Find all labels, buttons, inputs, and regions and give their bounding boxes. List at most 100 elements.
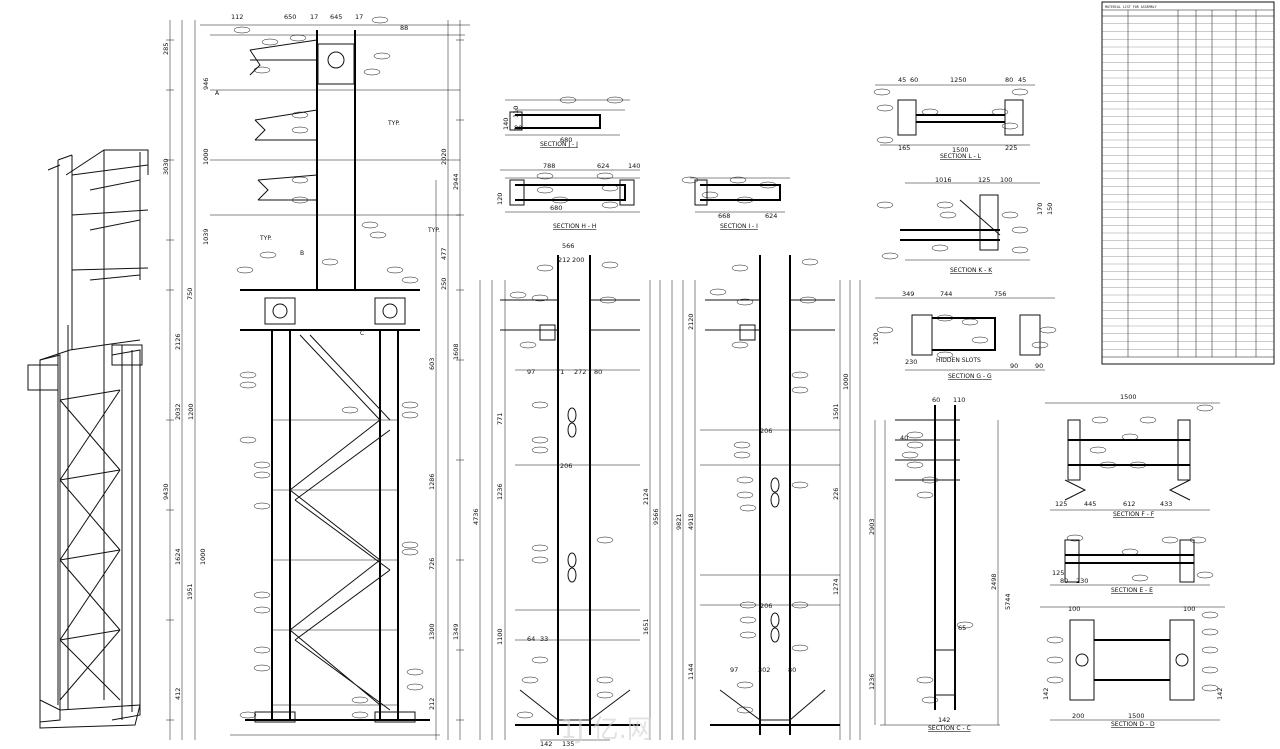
table-header: MATERIAL LIST FOR ASSEMBLY [1105,5,1157,9]
mark-c-label: C [360,330,364,337]
mark-b-label: B [300,250,304,257]
dim-dd-2: 1500 [1128,712,1145,720]
dim-mainr-1: 2944 [452,173,460,190]
dim-rc-0: 2120 [687,313,695,330]
dim-left-4: 1039 [202,228,210,245]
dim-kk-4: 150 [1046,203,1054,215]
dim-mid-0: 566 [562,242,574,250]
dim-left-7: 2032 [174,403,182,420]
dim-ll-1: 60 [910,76,918,84]
dim-ll-4: 45 [1018,76,1026,84]
dim-rc-3: 1000 [842,373,850,390]
dim-ll-3: 80 [1005,76,1013,84]
dim-left-8: 1200 [187,403,195,420]
dim-left-10: 1624 [174,548,182,565]
section-kk-view [876,182,1040,261]
table-rows [1102,23,1274,350]
dim-mid-4: 71 [556,368,564,376]
typ-label-3: TYP. [259,235,272,242]
section-hh-view [500,169,640,213]
dim-mainr-3: 250 [440,278,448,290]
dim-ff-2: 612 [1123,500,1135,508]
dim-left-13: 412 [174,688,182,700]
dim-mid-1: 212 [558,256,570,264]
dim-rc-5: 226 [832,488,840,500]
dim-dd-4: 142 [1042,688,1050,700]
dim-rc-9: 97 [730,666,738,674]
dim-ff-3: 433 [1160,500,1172,508]
dim-mainr-5: 603 [428,358,436,370]
section-jj-view [505,96,630,136]
dim-mainr-9: 1300 [428,623,436,640]
dim-rc-1: 4918 [687,513,695,530]
dim-cc-0: 60 [932,396,940,404]
dim-mid-8: 1236 [496,483,504,500]
dim-mid-10: 1100 [496,628,504,645]
section-ff-view [1045,402,1220,511]
dim-top-5: 17 [355,13,363,21]
dim-left-3: 1000 [202,148,210,165]
dim-ee-2: 125 [1052,569,1064,577]
isometric-tower-view [27,149,149,729]
dim-cc-3: 2498 [990,573,998,590]
dim-hh-4: 120 [496,193,504,205]
dim-mainr-0: 2020 [440,148,448,165]
dim-mainr-2: 477 [440,248,448,260]
section-ll-view [873,84,1035,146]
dim-mid-13: 1651 [642,618,650,635]
dim-left-11: 1951 [186,583,194,600]
dim-dd-1: 100 [1183,605,1195,613]
dim-ll-0: 45 [898,76,906,84]
dim-mid-14: 206 [560,462,572,470]
section-title-kk: SECTION K - K [950,267,993,274]
dim-rc-8: 206 [760,427,772,435]
dim-left-0: 285 [162,43,170,55]
dim-cc-8: 40 [900,434,908,442]
typ-label-1: TYP. [387,120,400,127]
dim-mainr-4: 1608 [452,343,460,360]
dim-ll-5: 165 [898,144,910,152]
section-title-jj: SECTION J - J [540,141,578,148]
dim-cc-2: 2903 [868,518,876,535]
dim-hh-2: 140 [628,162,640,170]
dim-mainr-7: 726 [428,558,436,570]
dim-ee-0: 80 [1060,577,1068,585]
dim-ff-0: 1500 [1120,393,1137,401]
dim-cc-6: 142 [938,716,950,724]
dim-hh-1: 624 [597,162,609,170]
dim-kk-3: 170 [1036,203,1044,215]
section-title-ii: SECTION I - I [720,223,758,230]
dim-rc-4: 1501 [832,403,840,420]
hidden-slots-label: HIDDEN SLOTS [936,357,981,364]
dim-rc-7: 1144 [687,663,695,680]
dim-ll-6: 1500 [952,146,969,154]
dim-left-5: 750 [186,288,194,300]
dim-ll-7: 225 [1005,144,1017,152]
dim-cc-7: 65 [958,624,966,632]
dim-left-6: 2126 [174,333,182,350]
dim-cc-5: 1236 [868,673,876,690]
dim-mid-12: 2124 [642,488,650,505]
dim-gg-3: 230 [905,358,917,366]
mark-a-label: A [215,90,220,97]
dim-jj-2: 110 [512,106,520,118]
section-title-hh: SECTION H - H [553,223,596,230]
dim-dd-0: 100 [1068,605,1080,613]
dim-hh-3: 680 [550,204,562,212]
dim-ff-1: 445 [1084,500,1096,508]
dim-kk-2: 100 [1000,176,1012,184]
section-title-dd: SECTION D - D [1111,721,1155,728]
dim-hh-0: 788 [543,162,555,170]
dim-mid-15: 64 [527,635,535,643]
section-ee-view [1050,534,1214,586]
dim-rc-12: 206 [760,602,772,610]
dim-left-12: 1000 [199,548,207,565]
dim-dd-3: 200 [1072,712,1084,720]
typ-label-2: TYP. [427,227,440,234]
dim-gg-2: 756 [994,290,1006,298]
right-column-elevation [671,255,861,740]
dim-rc-11: 80 [788,666,796,674]
dim-rc-2: 9821 [675,513,683,530]
dim-mid-5: 272 [574,368,586,376]
